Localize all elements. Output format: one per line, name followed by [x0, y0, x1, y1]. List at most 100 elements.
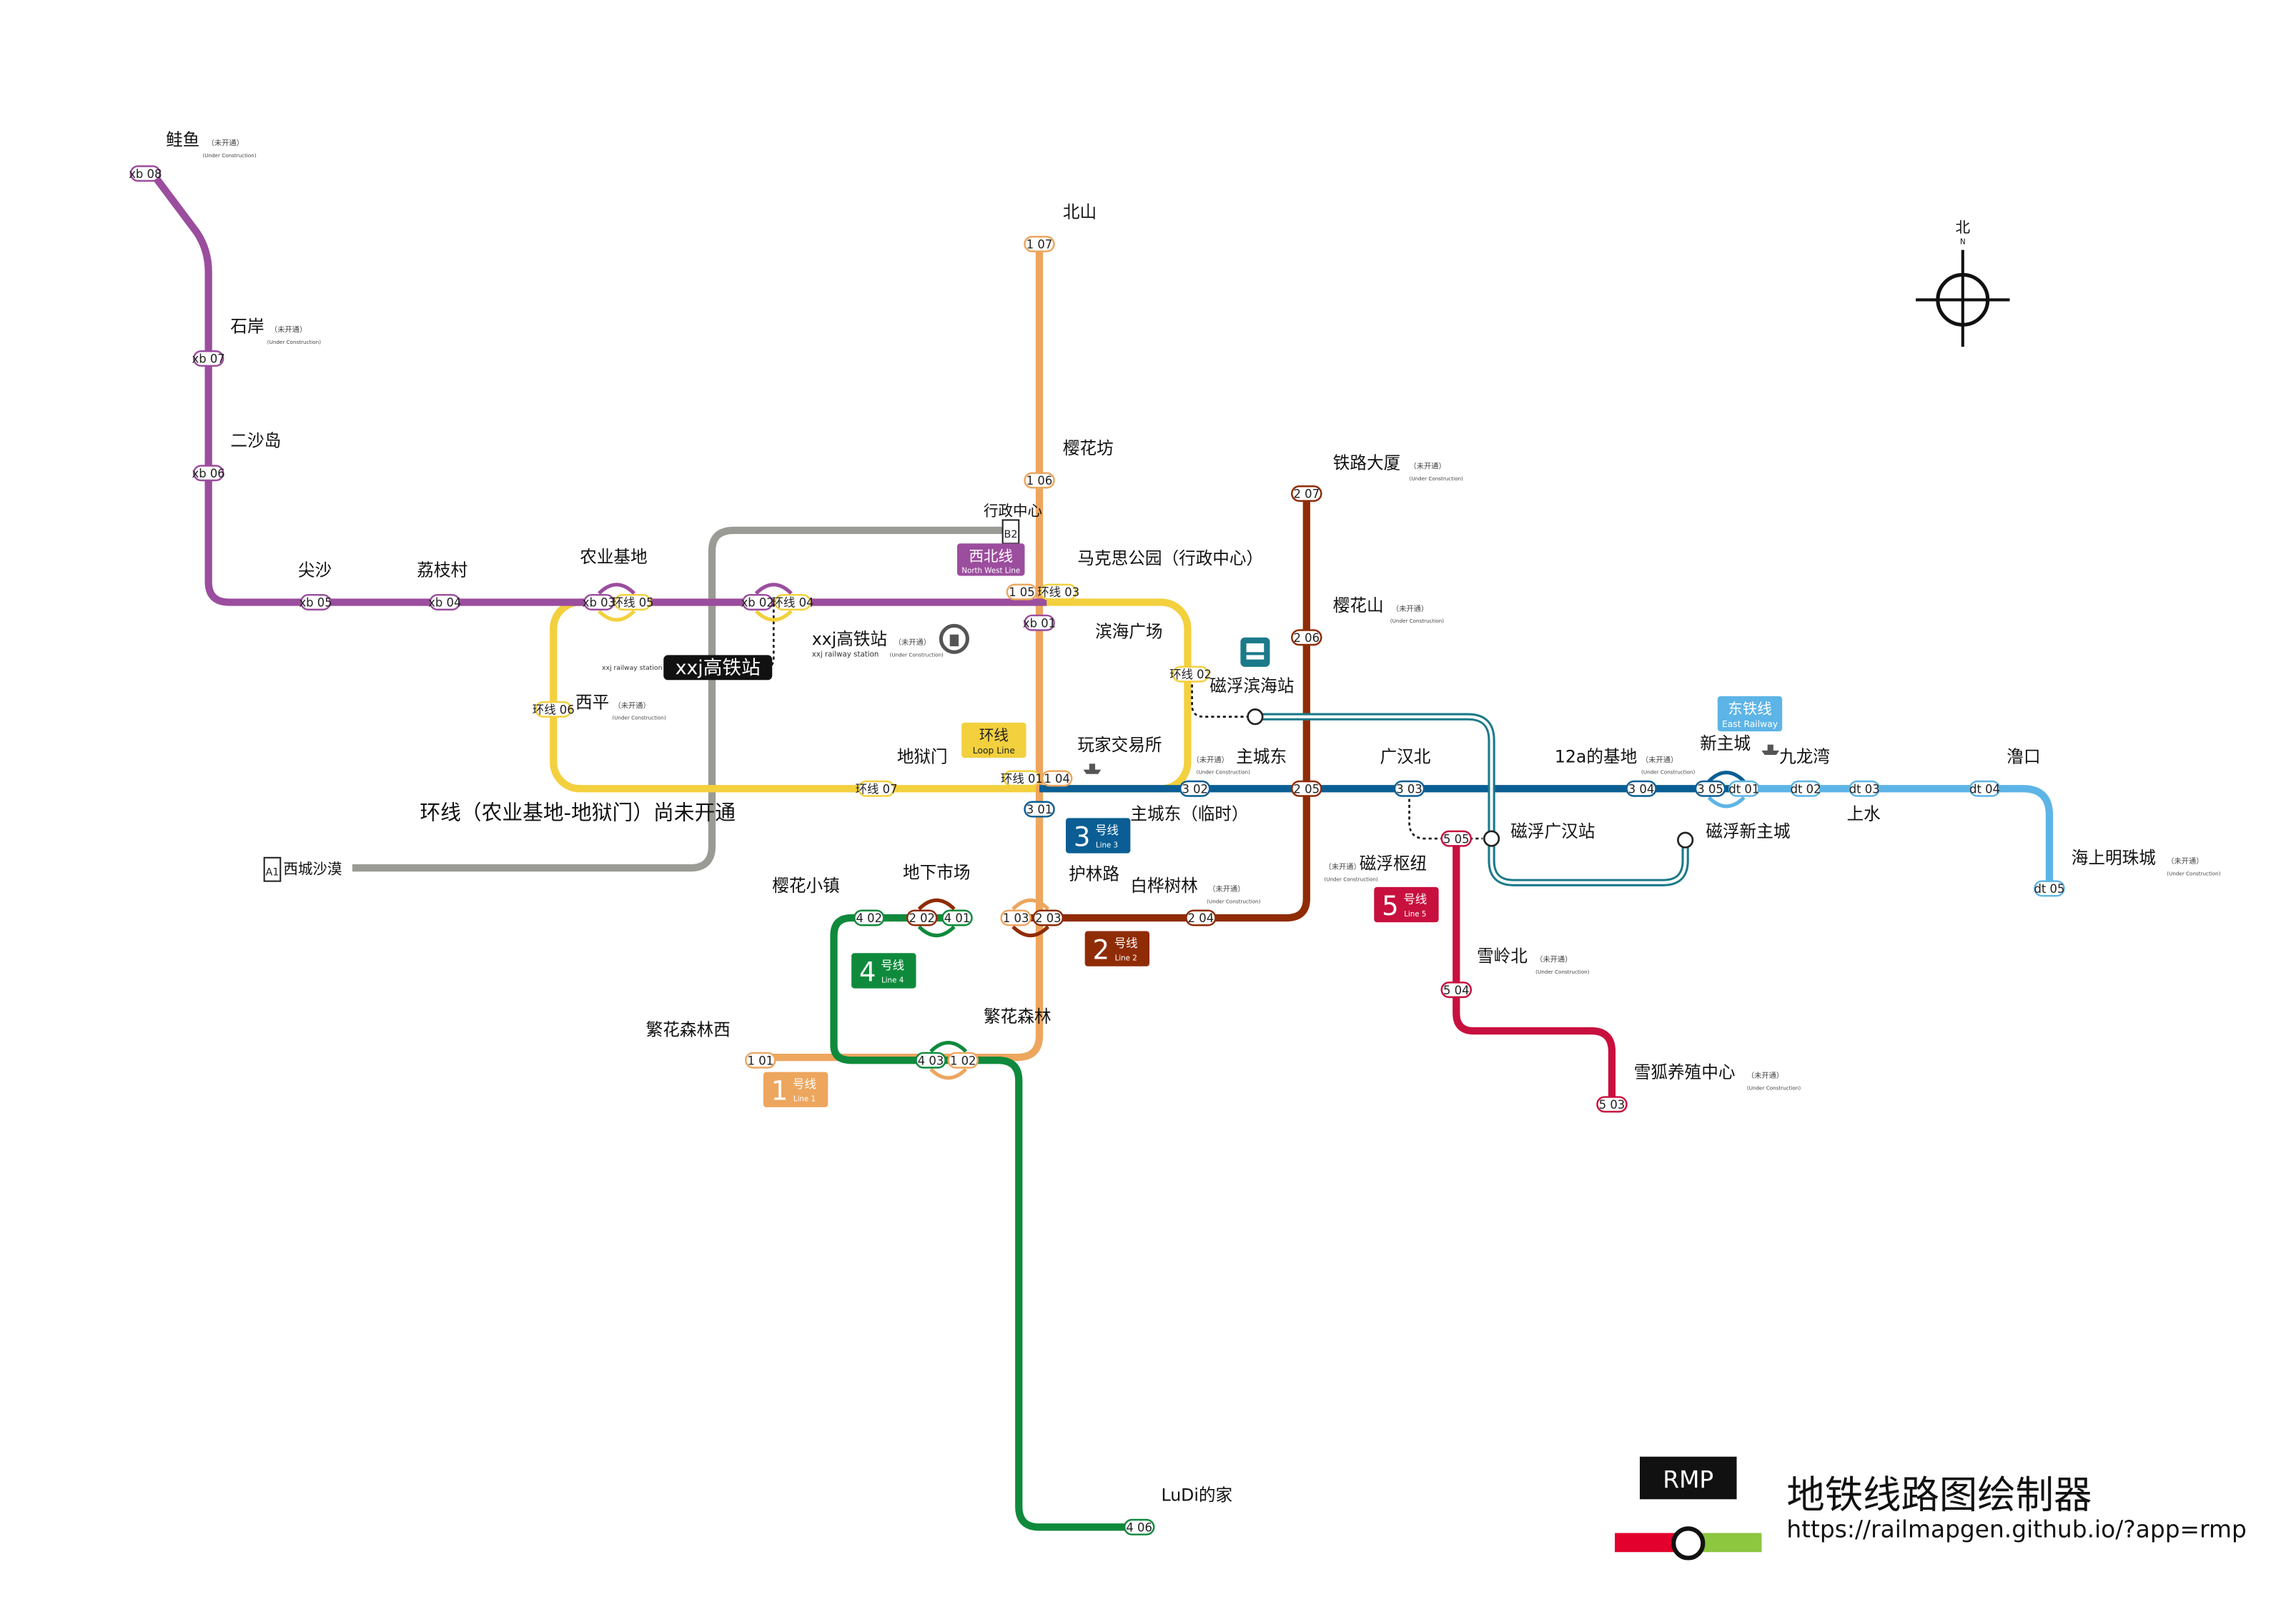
line-1	[760, 244, 1044, 1062]
svg-text:3 05: 3 05	[1697, 782, 1723, 796]
svg-text:B2: B2	[1004, 529, 1017, 540]
svg-text:(Under Construction): (Under Construction)	[202, 152, 256, 159]
maglev-icon	[1240, 637, 1270, 667]
svg-text:xxj高铁站: xxj高铁站	[676, 657, 761, 679]
svg-text:环线 07: 环线 07	[856, 782, 898, 796]
station-zhuchengdong: 主城东	[1236, 746, 1287, 766]
svg-text:1 01: 1 01	[748, 1054, 774, 1067]
maglev-station-xinzhucheng	[1677, 831, 1694, 849]
station-shian: 石岸	[230, 317, 264, 337]
svg-text:5 05: 5 05	[1443, 832, 1470, 846]
svg-text:(Under Construction): (Under Construction)	[267, 339, 321, 345]
station-shangshui: 上水	[1847, 803, 1881, 824]
station-cifuxinzhucheng: 磁浮新主城	[1706, 821, 1790, 841]
station-base12a: 12a的基地	[1555, 746, 1637, 766]
station-yinghuashan: 樱花山	[1333, 595, 1384, 615]
station-fanhuasenlinxi: 繁花森林西	[646, 1019, 731, 1039]
svg-text:Line 2: Line 2	[1115, 954, 1137, 963]
svg-text:xb 03: xb 03	[583, 596, 615, 610]
svg-text:xb 04: xb 04	[428, 596, 461, 610]
svg-text:East Railway: East Railway	[1722, 719, 1778, 729]
svg-text:（未开通）: （未开通）	[2167, 857, 2203, 866]
interchange-dixia	[917, 898, 956, 938]
svg-text:（未开通）: （未开通）	[207, 139, 244, 148]
interchange-xxj	[754, 583, 793, 622]
badge-line-1: 1 号线 Line 1	[763, 1072, 828, 1107]
maglev-line	[1255, 713, 1689, 886]
badge-north-west: 西北线 North West Line	[957, 543, 1025, 576]
svg-text:号线: 号线	[1114, 936, 1138, 950]
svg-text:dt 02: dt 02	[1791, 782, 1821, 796]
svg-text:（未开通）: （未开通）	[1641, 756, 1678, 764]
svg-text:(Under Construction): (Under Construction)	[1207, 898, 1260, 904]
svg-text:1 02: 1 02	[950, 1054, 976, 1067]
transfer-link-guanghan	[1408, 793, 1483, 840]
line-2	[1013, 493, 1310, 922]
ship-icon	[1761, 744, 1780, 756]
svg-text:2: 2	[1093, 935, 1110, 966]
svg-text:1 04: 1 04	[1044, 772, 1070, 786]
station-diyumen: 地狱门	[897, 746, 948, 766]
svg-text:Loop Line: Loop Line	[973, 746, 1015, 756]
transfer-link-xxj	[763, 603, 775, 670]
svg-text:（未开通）: （未开通）	[270, 326, 307, 335]
svg-text:1 06: 1 06	[1026, 474, 1053, 488]
svg-text:环线 03: 环线 03	[1037, 585, 1079, 599]
svg-text:（未开通）: （未开通）	[1192, 756, 1229, 764]
svg-text:A1: A1	[265, 866, 279, 878]
interchange-xinzhucheng	[1707, 771, 1746, 808]
svg-text:5: 5	[1382, 891, 1399, 921]
svg-text:(Under Construction): (Under Construction)	[1747, 1084, 1801, 1091]
station-tielu: 铁路大厦	[1333, 453, 1400, 473]
badge-line-3: 3 号线 Line 3	[1065, 818, 1131, 854]
rmp-logo: RMP	[1615, 1456, 1762, 1561]
svg-text:(Under Construction): (Under Construction)	[1324, 876, 1377, 883]
svg-text:（未开通）: （未开通）	[1324, 863, 1360, 871]
svg-text:西北线: 西北线	[969, 548, 1013, 565]
svg-text:号线: 号线	[881, 959, 904, 972]
svg-text:dt 04: dt 04	[1969, 782, 2000, 796]
badge-loop: 环线 Loop Line	[961, 722, 1026, 758]
svg-text:xb 06: xb 06	[192, 467, 225, 480]
station-cifubinhai: 磁浮滨海站	[1209, 676, 1294, 696]
svg-text:2 04: 2 04	[1188, 911, 1214, 925]
station-wanjia: 玩家交易所	[1077, 735, 1162, 755]
station-hulinlu: 护林路	[1069, 864, 1119, 884]
svg-text:（未开通）: （未开通）	[1392, 605, 1428, 613]
station-xxj-label: xxj高铁站	[812, 629, 887, 649]
svg-text:（未开通）: （未开通）	[1535, 956, 1572, 964]
svg-text:1 07: 1 07	[1026, 238, 1053, 252]
station-guiyu: 鲑鱼	[166, 130, 199, 150]
svg-text:环线 05: 环线 05	[612, 596, 654, 610]
north-west-line	[149, 171, 1047, 606]
station-fanhuasenlin: 繁花森林	[984, 1007, 1051, 1027]
station-xingzheng: 行政中心	[984, 502, 1042, 519]
svg-text:(Under Construction): (Under Construction)	[1535, 969, 1589, 975]
svg-text:2 05: 2 05	[1294, 782, 1320, 796]
svg-text:环线: 环线	[979, 727, 1009, 744]
station-zhuchengdong-tmp: 主城东（临时）	[1130, 803, 1248, 824]
station-guanghanbei: 广汉北	[1380, 746, 1430, 766]
svg-text:号线: 号线	[1095, 824, 1119, 837]
svg-text:（未开通）: （未开通）	[1208, 885, 1245, 894]
brand-title: 地铁线路图绘制器	[1786, 1473, 2092, 1518]
svg-text:dt 01: dt 01	[1728, 782, 1759, 796]
svg-text:2 03: 2 03	[1035, 911, 1062, 925]
svg-text:5 03: 5 03	[1599, 1098, 1625, 1112]
xxj-station-en-left: xxj railway station	[602, 664, 663, 672]
svg-text:2 02: 2 02	[909, 911, 935, 925]
svg-text:（未开通）: （未开通）	[613, 701, 650, 710]
station-xichengshamo: 西城沙漠	[283, 860, 342, 877]
svg-text:4 02: 4 02	[856, 911, 883, 925]
xxj-station-en: xxj railway station	[812, 650, 879, 658]
svg-text:(Under Construction): (Under Construction)	[1641, 769, 1695, 776]
interchange-nongye	[598, 583, 636, 622]
svg-text:N: N	[1960, 237, 1966, 246]
compass: 北 N	[1916, 219, 2010, 347]
svg-text:（未开通）: （未开通）	[1410, 463, 1446, 471]
svg-text:xb 01: xb 01	[1023, 616, 1056, 630]
station-jiulongwan: 九龙湾	[1779, 746, 1830, 766]
station-dixiashichang: 地下市场	[903, 863, 970, 883]
svg-text:RMP: RMP	[1663, 1466, 1713, 1493]
svg-text:4 01: 4 01	[944, 911, 971, 925]
